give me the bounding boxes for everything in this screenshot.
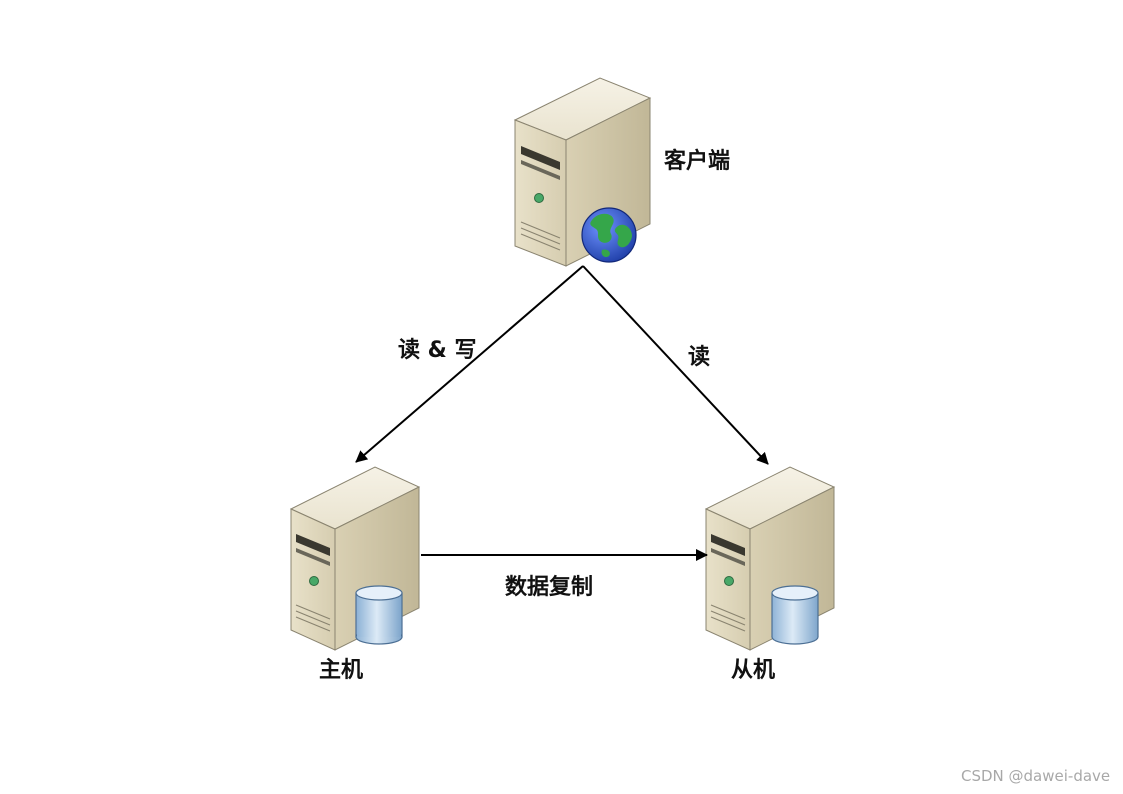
globe-icon [581,207,637,263]
arrow-client-to-master [355,265,584,463]
slave-power-led-icon [724,576,734,586]
arrow-client-to-slave [582,265,769,465]
master-database-icon [355,585,403,645]
client-label: 客户端 [664,149,731,174]
replication-edge-label: 数据复制 [505,575,594,600]
read-edge-label: 读 [688,345,711,370]
slave-database-icon [771,585,819,645]
master-label: 主机 [319,658,364,683]
client-server-front [514,119,567,267]
master-power-led-icon [309,576,319,586]
master-server [289,466,421,651]
client-power-led-icon [534,193,544,203]
watermark: CSDN @dawei-dave [961,767,1111,785]
client-server [513,77,652,267]
slave-label: 从机 [731,658,776,683]
slave-server [704,466,836,651]
read-write-edge-label: 读 & 写 [398,338,477,363]
